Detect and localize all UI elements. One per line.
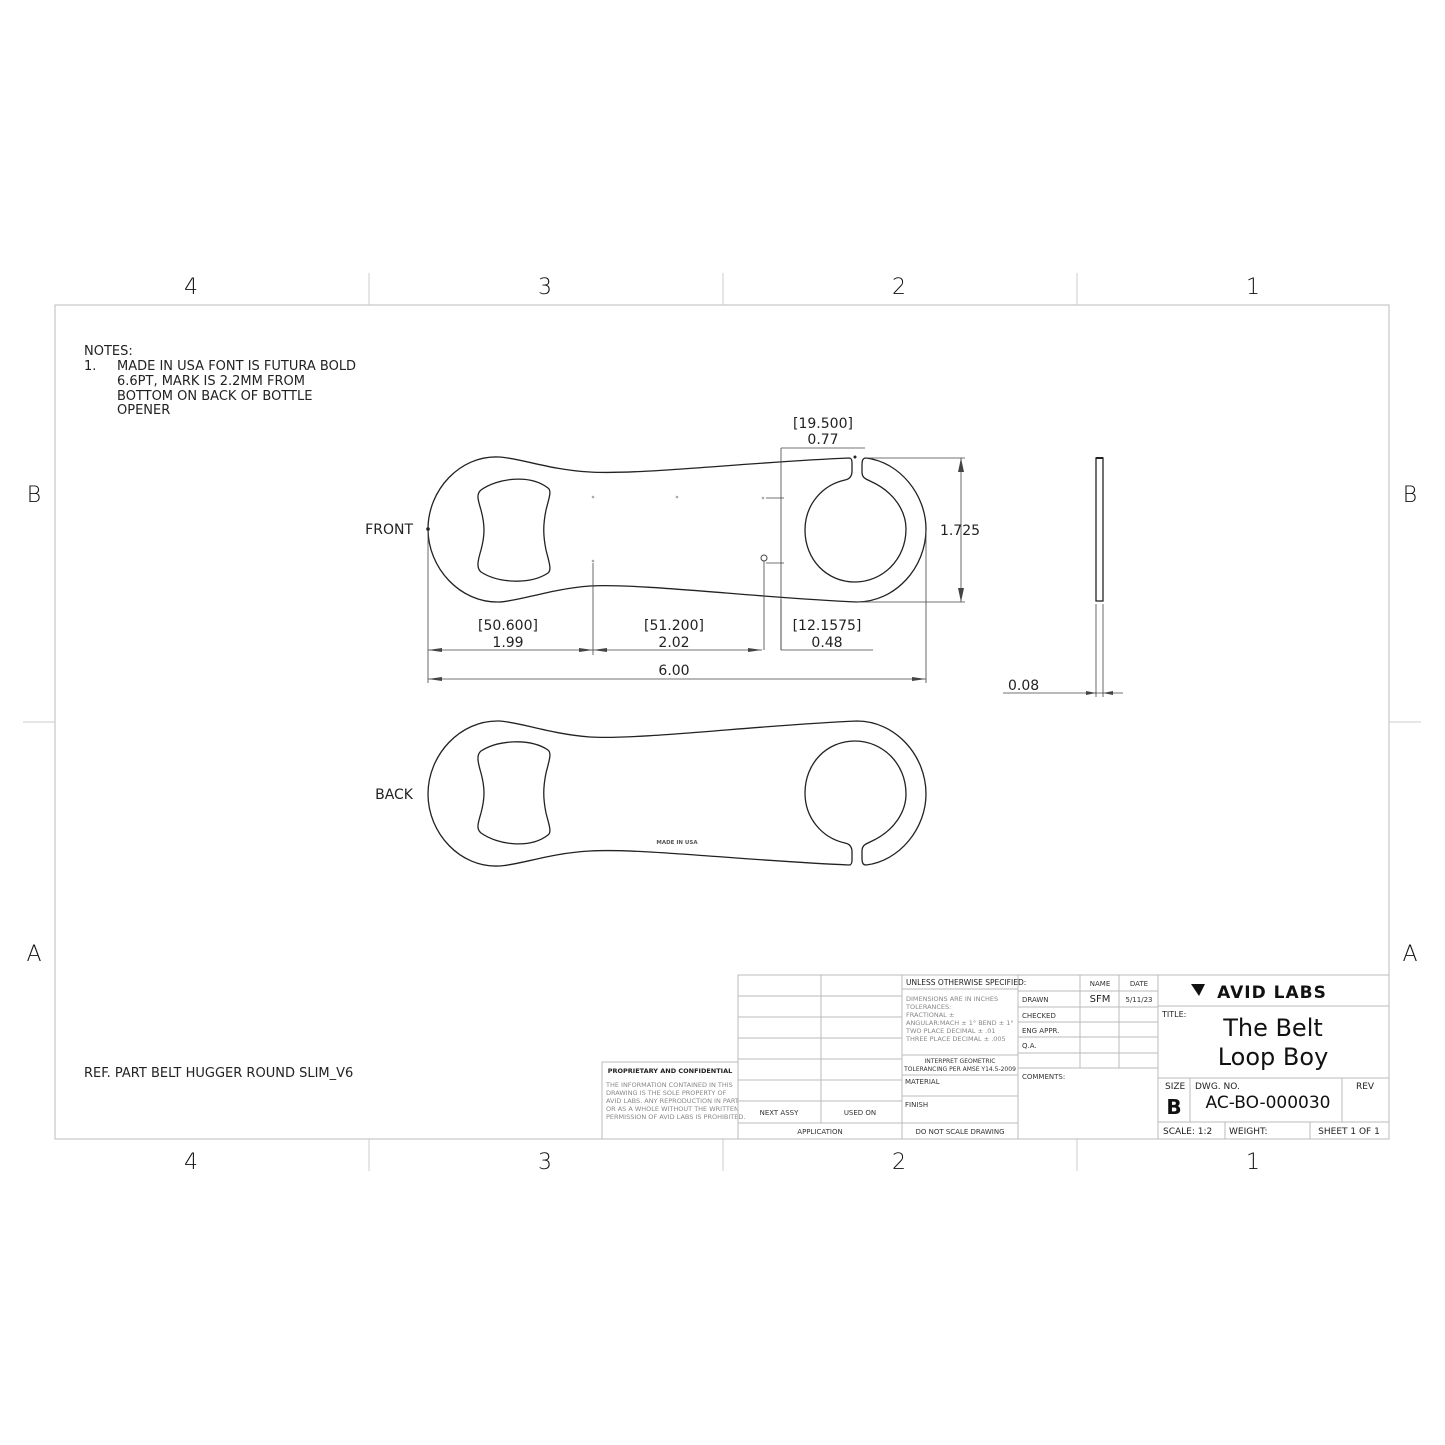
material-label: MATERIAL	[905, 1078, 940, 1086]
zone-right-a: A	[1402, 942, 1417, 967]
do-not-scale: DO NOT SCALE DRAWING	[915, 1128, 1004, 1136]
used-on-label: USED ON	[844, 1109, 876, 1117]
row-checked-label: CHECKED	[1022, 1012, 1056, 1020]
zone-left-b: B	[27, 483, 41, 508]
tolerance-line-6: THREE PLACE DECIMAL ± .005	[905, 1035, 1006, 1043]
notes-block: NOTES: 1. MADE IN USA FONT IS FUTURA BOL…	[84, 344, 356, 418]
front-dimensions: [19.500] 0.77 1.725 [50.600] 1.99 [51.20…	[427, 416, 980, 683]
tolerance-line-3: FRACTIONAL ±	[906, 1011, 954, 1019]
zone-top-4: 4	[184, 275, 198, 300]
front-view: FRONT	[365, 455, 927, 603]
rev-label: REV	[1356, 1082, 1375, 1092]
zone-bottom-1: 1	[1246, 1150, 1260, 1175]
zone-bottom-2: 2	[892, 1150, 906, 1175]
dim-seg3-in: 0.48	[811, 635, 842, 651]
dim-seg2-in: 2.02	[658, 635, 689, 651]
sheet-border	[54, 304, 1390, 1140]
front-view-label: FRONT	[365, 522, 413, 538]
proprietary-line-5: PERMISSION OF AVID LABS IS PROHIBITED.	[606, 1113, 745, 1121]
scale-label: SCALE: 1:2	[1163, 1127, 1212, 1137]
side-view: 0.08	[1003, 457, 1123, 697]
notes-heading: NOTES:	[84, 344, 133, 359]
sheet-label: SHEET 1 OF 1	[1318, 1127, 1380, 1137]
zone-right-b: B	[1403, 483, 1417, 508]
proprietary-line-2: DRAWING IS THE SOLE PROPERTY OF	[606, 1089, 727, 1097]
row-drawn-date: 5/11/23	[1126, 996, 1153, 1004]
proprietary-line-1: THE INFORMATION CONTAINED IN THIS	[605, 1081, 733, 1089]
tolerance-line-2: TOLERANCES:	[905, 1003, 951, 1011]
tolerance-line-4: ANGULAR:MACH ± 1° BEND ± 1°	[906, 1019, 1014, 1027]
zone-top-1: 1	[1246, 275, 1260, 300]
back-view-label: BACK	[375, 787, 414, 803]
interpret-line-2: TOLERANCING PER AMSE Y14.5-2009	[903, 1066, 1016, 1073]
size-value: B	[1166, 1095, 1181, 1119]
proprietary-line-4: OR AS A WHOLE WITHOUT THE WRITTEN	[606, 1105, 739, 1113]
zone-left-a: A	[26, 942, 41, 967]
notes-line-3: BOTTOM ON BACK OF BOTTLE	[117, 389, 312, 404]
dim-thickness: 0.08	[1008, 678, 1039, 694]
row-drawn-name: SFM	[1090, 994, 1111, 1005]
notes-line-4: OPENER	[117, 403, 170, 418]
reference-part: REF. PART BELT HUGGER ROUND SLIM_V6	[84, 1066, 353, 1081]
size-label: SIZE	[1165, 1082, 1186, 1092]
title-label: TITLE:	[1161, 1010, 1186, 1019]
company-name: AVID LABS	[1217, 983, 1327, 1003]
dim-seg1-in: 1.99	[492, 635, 523, 651]
dim-height: 1.725	[940, 523, 980, 539]
unless-specified: UNLESS OTHERWISE SPECIFIED:	[906, 978, 1026, 987]
notes-item-number: 1.	[84, 359, 96, 374]
zone-top-3: 3	[538, 275, 552, 300]
zone-top-2: 2	[892, 275, 906, 300]
comments-label: COMMENTS:	[1022, 1073, 1065, 1081]
row-drawn-label: DRAWN	[1022, 996, 1049, 1004]
tolerance-line-5: TWO PLACE DECIMAL ± .01	[905, 1027, 995, 1035]
col-date: DATE	[1130, 980, 1148, 988]
dim-overall: 6.00	[658, 663, 689, 679]
weight-label: WEIGHT:	[1229, 1127, 1268, 1137]
dim-slot-offset-mm: [19.500]	[793, 416, 853, 432]
title-block: PROPRIETARY AND CONFIDENTIAL THE INFORMA…	[601, 974, 1390, 1140]
drawing-title-line-2: Loop Boy	[1218, 1043, 1329, 1071]
application-label: APPLICATION	[797, 1128, 842, 1136]
made-in-usa-mark: MADE IN USA	[656, 840, 698, 846]
next-assy-label: NEXT ASSY	[760, 1109, 800, 1117]
zone-bottom-3: 3	[538, 1150, 552, 1175]
notes-line-2: 6.6PT, MARK IS 2.2MM FROM	[117, 374, 305, 389]
logo-triangle-icon	[1191, 984, 1205, 996]
dim-slot-offset-in: 0.77	[807, 432, 838, 448]
proprietary-line-3: AVID LABS. ANY REPRODUCTION IN PART	[606, 1097, 739, 1105]
interpret-line-1: INTERPRET GEOMETRIC	[925, 1058, 996, 1065]
dwg-no: AC-BO-000030	[1206, 1093, 1331, 1113]
notes-line-1: MADE IN USA FONT IS FUTURA BOLD	[117, 359, 356, 374]
drawing-title-line-1: The Belt	[1222, 1014, 1323, 1042]
tolerance-line-1: DIMENSIONS ARE IN INCHES	[906, 995, 998, 1003]
back-view: BACK MADE IN USA	[375, 720, 927, 867]
row-qa-label: Q.A.	[1022, 1042, 1037, 1050]
proprietary-heading: PROPRIETARY AND CONFIDENTIAL	[608, 1067, 733, 1075]
dwg-no-label: DWG. NO.	[1195, 1082, 1240, 1092]
col-name: NAME	[1090, 980, 1111, 988]
finish-label: FINISH	[905, 1101, 928, 1109]
avid-labs-logo: AVID LABS	[1191, 983, 1327, 1003]
row-eng-appr-label: ENG APPR.	[1022, 1027, 1059, 1035]
dim-seg3-mm: [12.1575]	[793, 618, 862, 634]
dim-seg2-mm: [51.200]	[644, 618, 704, 634]
zone-bottom-4: 4	[184, 1150, 198, 1175]
dim-seg1-mm: [50.600]	[478, 618, 538, 634]
